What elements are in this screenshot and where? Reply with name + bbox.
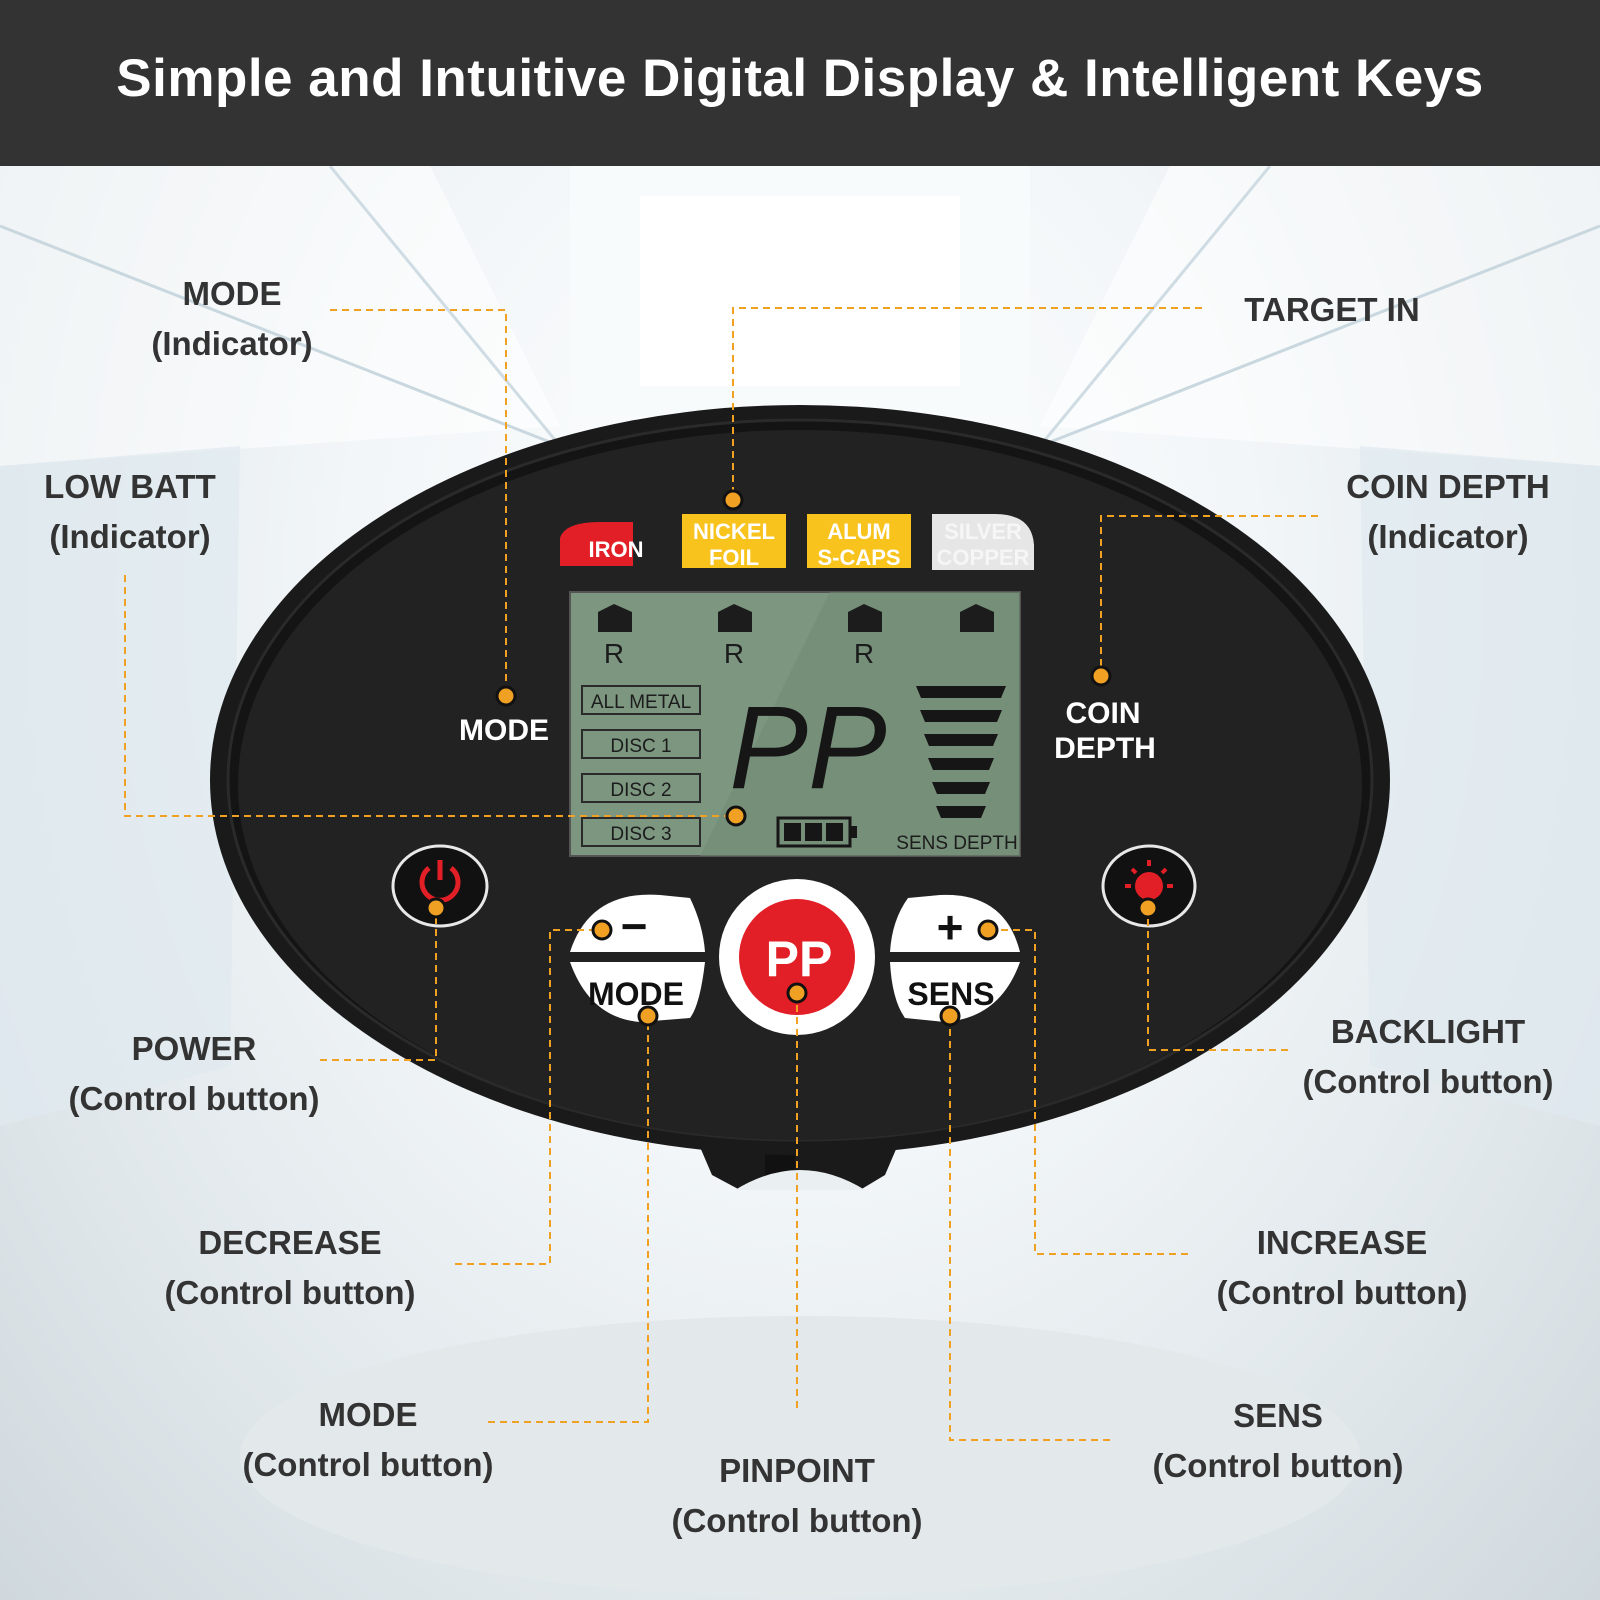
callout-backlight: BACKLIGHT (Control button) bbox=[1278, 1007, 1578, 1107]
target-id-labels: IRON NICKEL FOIL ALUM S-CAPS SILVER COPP… bbox=[560, 514, 1034, 570]
target-text-copper: COPPER bbox=[937, 545, 1030, 570]
callout-decrease-sub: (Control button) bbox=[164, 1274, 416, 1311]
lcd-screen: R R R ALL METAL DISC 1 DISC 2 DISC 3 PP bbox=[569, 591, 1021, 857]
mode-button-label: MODE bbox=[588, 976, 684, 1012]
pinpoint-button-label: PP bbox=[766, 931, 833, 987]
target-label-alum-scaps bbox=[807, 514, 911, 568]
callout-dots bbox=[425, 489, 1159, 1027]
target-text-nickel: NICKEL bbox=[693, 519, 775, 544]
panel-mode-label: MODE bbox=[459, 714, 549, 747]
target-text-foil: FOIL bbox=[709, 545, 759, 570]
callout-power-sub: (Control button) bbox=[68, 1080, 320, 1117]
target-text-alum: ALUM bbox=[827, 519, 891, 544]
lcd-mode-list bbox=[581, 685, 701, 847]
mode-button[interactable]: MODE bbox=[570, 962, 705, 1022]
callout-sens: SENS (Control button) bbox=[1128, 1391, 1428, 1491]
callout-mode-button-sub: (Control button) bbox=[242, 1446, 494, 1483]
callout-increase-sub: (Control button) bbox=[1216, 1274, 1468, 1311]
panel-coin-label: COIN bbox=[1066, 697, 1141, 730]
callout-coin-depth-title: COIN DEPTH bbox=[1346, 468, 1550, 505]
target-label-nickel-foil bbox=[682, 514, 786, 568]
callout-decrease-title: DECREASE bbox=[198, 1224, 382, 1261]
target-label-silver-copper bbox=[932, 514, 1034, 570]
pinpoint-button[interactable]: PP bbox=[719, 879, 875, 1035]
header-bar: Simple and Intuitive Digital Display & I… bbox=[0, 0, 1600, 166]
callout-increase: INCREASE (Control button) bbox=[1192, 1218, 1492, 1318]
callout-mode-indicator-sub: (Indicator) bbox=[151, 325, 313, 362]
lcd-mode-all-metal: ALL METAL bbox=[591, 692, 691, 713]
callout-increase-title: INCREASE bbox=[1256, 1224, 1428, 1261]
callout-target-in-title: TARGET IN bbox=[1244, 291, 1420, 328]
callout-pinpoint-sub: (Control button) bbox=[671, 1502, 923, 1539]
target-text-scaps: S-CAPS bbox=[817, 545, 900, 570]
callout-sens-sub: (Control button) bbox=[1152, 1447, 1404, 1484]
r-mark-1: R bbox=[604, 638, 624, 669]
callout-pinpoint-title: PINPOINT bbox=[719, 1452, 875, 1489]
callout-coin-depth-sub: (Indicator) bbox=[1367, 518, 1529, 555]
callout-mode-button: MODE (Control button) bbox=[218, 1390, 518, 1490]
battery-icon bbox=[776, 816, 857, 848]
corridor-background bbox=[0, 166, 1600, 1596]
panel-depth-label: DEPTH bbox=[1054, 732, 1156, 765]
lcd-mode-disc1: DISC 1 bbox=[610, 736, 671, 757]
callout-low-batt-sub: (Indicator) bbox=[49, 518, 211, 555]
target-arrow-1 bbox=[598, 604, 632, 632]
callout-mode-indicator-title: MODE bbox=[182, 275, 282, 312]
callout-target-in: TARGET IN bbox=[1222, 285, 1442, 335]
minus-icon: − bbox=[621, 900, 648, 952]
target-arrow-3 bbox=[848, 604, 882, 632]
r-mark-2: R bbox=[724, 638, 744, 669]
header-title: Simple and Intuitive Digital Display & I… bbox=[116, 49, 1484, 108]
target-arrow-4 bbox=[960, 604, 994, 632]
callout-power: POWER (Control button) bbox=[44, 1024, 344, 1124]
callout-low-batt: LOW BATT (Indicator) bbox=[10, 462, 250, 562]
callout-sens-title: SENS bbox=[1233, 1397, 1323, 1434]
target-label-iron bbox=[560, 522, 633, 566]
plus-icon: + bbox=[937, 901, 964, 953]
callout-power-title: POWER bbox=[131, 1030, 257, 1067]
callout-low-batt-title: LOW BATT bbox=[44, 468, 216, 505]
callout-pinpoint: PINPOINT (Control button) bbox=[647, 1446, 947, 1546]
lcd-sens-depth: SENS DEPTH bbox=[896, 833, 1017, 854]
callout-mode-indicator: MODE (Indicator) bbox=[112, 269, 352, 369]
lcd-mode-disc2: DISC 2 bbox=[610, 780, 671, 801]
callout-leaders bbox=[124, 307, 1318, 1441]
lcd-digits: PP bbox=[729, 682, 886, 814]
r-mark-3: R bbox=[854, 638, 874, 669]
callout-coin-depth: COIN DEPTH (Indicator) bbox=[1318, 462, 1578, 562]
callout-backlight-title: BACKLIGHT bbox=[1330, 1013, 1526, 1050]
callout-backlight-sub: (Control button) bbox=[1302, 1063, 1554, 1100]
callout-decrease: DECREASE (Control button) bbox=[140, 1218, 440, 1318]
depth-bar-graph bbox=[916, 686, 1006, 818]
target-text-silver: SILVER bbox=[944, 519, 1022, 544]
target-text-iron: IRON bbox=[589, 537, 644, 562]
callout-mode-button-title: MODE bbox=[318, 1396, 418, 1433]
target-arrow-2 bbox=[718, 604, 752, 632]
sens-button[interactable]: SENS bbox=[890, 962, 1020, 1022]
lcd-mode-disc3: DISC 3 bbox=[610, 824, 671, 845]
